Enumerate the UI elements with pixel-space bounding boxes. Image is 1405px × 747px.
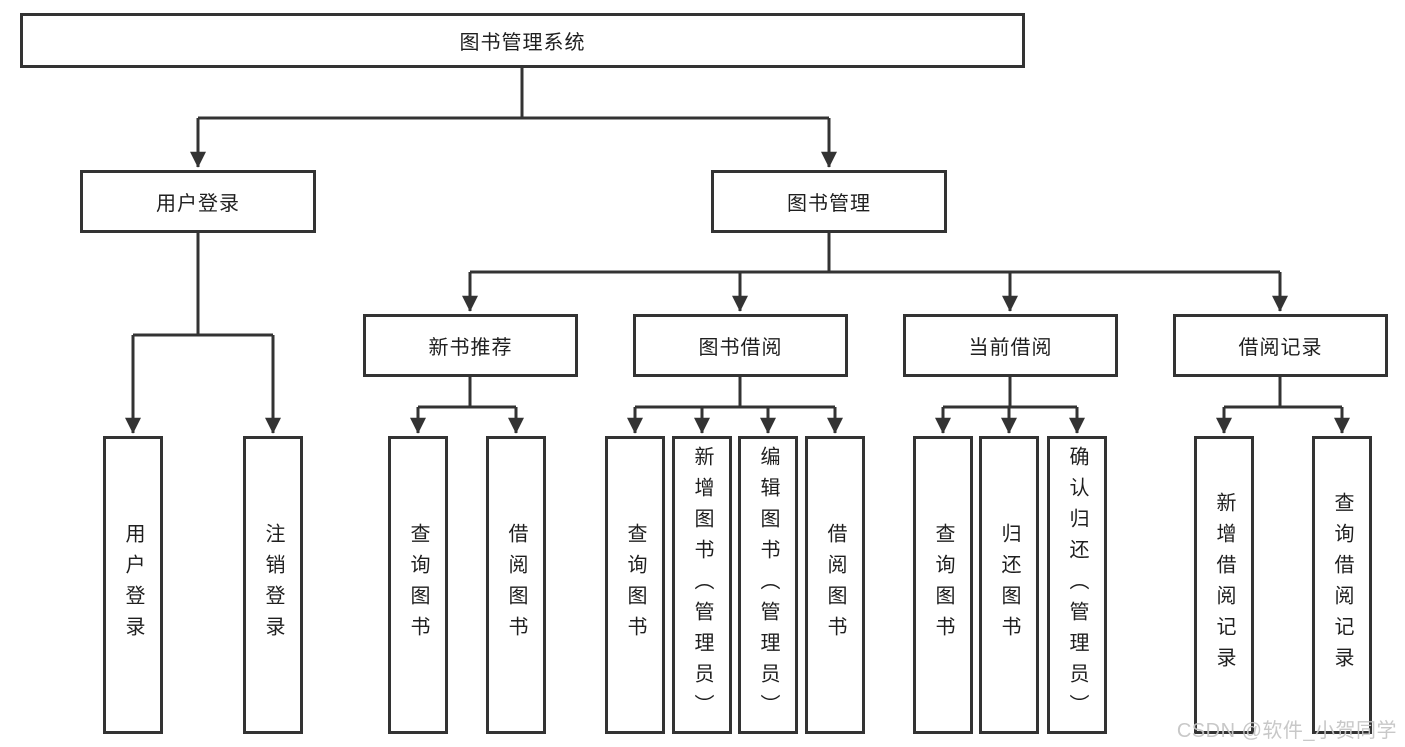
- leaf-user-login-label: 用户登录: [122, 523, 144, 647]
- leaf-current-query-books: 查询图书: [913, 436, 973, 734]
- leaf-edit-books-admin: 编辑图书（管理员）: [738, 436, 798, 734]
- leaf-confirm-return-admin: 确认归还（管理员）: [1047, 436, 1107, 734]
- leaf-add-books-admin: 新增图书（管理员）: [672, 436, 732, 734]
- leaf-logout-login: 注销登录: [243, 436, 303, 734]
- leaf-add-borrow-record: 新增借阅记录: [1194, 436, 1254, 734]
- connector-current-borrowing-stem: [943, 377, 1077, 409]
- leaf-confirm-return-admin-label: 确认归还（管理员）: [1066, 445, 1088, 725]
- node-current-borrowing: 当前借阅: [903, 314, 1118, 377]
- leaf-return-books-label: 归还图书: [998, 523, 1020, 647]
- node-book-borrowing: 图书借阅: [633, 314, 848, 377]
- node-new-book-recommend: 新书推荐: [363, 314, 578, 377]
- leaf-query-borrow-record-label: 查询借阅记录: [1331, 492, 1353, 678]
- connector-root-stem: [198, 68, 829, 120]
- connector-user-login-stem: [133, 233, 273, 337]
- leaf-add-borrow-record-label: 新增借阅记录: [1213, 492, 1235, 678]
- connector-book-borrowing-stem: [635, 377, 835, 409]
- connector-new-book-recommend-stem: [418, 377, 516, 409]
- node-root: 图书管理系统: [20, 13, 1025, 68]
- leaf-recommend-borrow-books: 借阅图书: [486, 436, 546, 734]
- node-user-login: 用户登录: [80, 170, 316, 233]
- leaf-add-books-admin-label: 新增图书（管理员）: [691, 445, 713, 725]
- leaf-logout-login-label: 注销登录: [262, 523, 284, 647]
- leaf-user-login: 用户登录: [103, 436, 163, 734]
- leaf-recommend-query-books: 查询图书: [388, 436, 448, 734]
- leaf-borrow-books: 借阅图书: [805, 436, 865, 734]
- leaf-edit-books-admin-label: 编辑图书（管理员）: [757, 445, 779, 725]
- leaf-borrowing-query-books-label: 查询图书: [624, 523, 646, 647]
- node-borrowing-records: 借阅记录: [1173, 314, 1388, 377]
- leaf-borrowing-query-books: 查询图书: [605, 436, 665, 734]
- leaf-query-borrow-record: 查询借阅记录: [1312, 436, 1372, 734]
- connector-borrowing-records-stem: [1224, 377, 1342, 409]
- node-book-management: 图书管理: [711, 170, 947, 233]
- leaf-recommend-query-books-label: 查询图书: [407, 523, 429, 647]
- connector-book-management-stem: [470, 233, 1280, 274]
- leaf-current-query-books-label: 查询图书: [932, 523, 954, 647]
- leaf-borrow-books-label: 借阅图书: [824, 523, 846, 647]
- leaf-return-books: 归还图书: [979, 436, 1039, 734]
- leaf-recommend-borrow-books-label: 借阅图书: [505, 523, 527, 647]
